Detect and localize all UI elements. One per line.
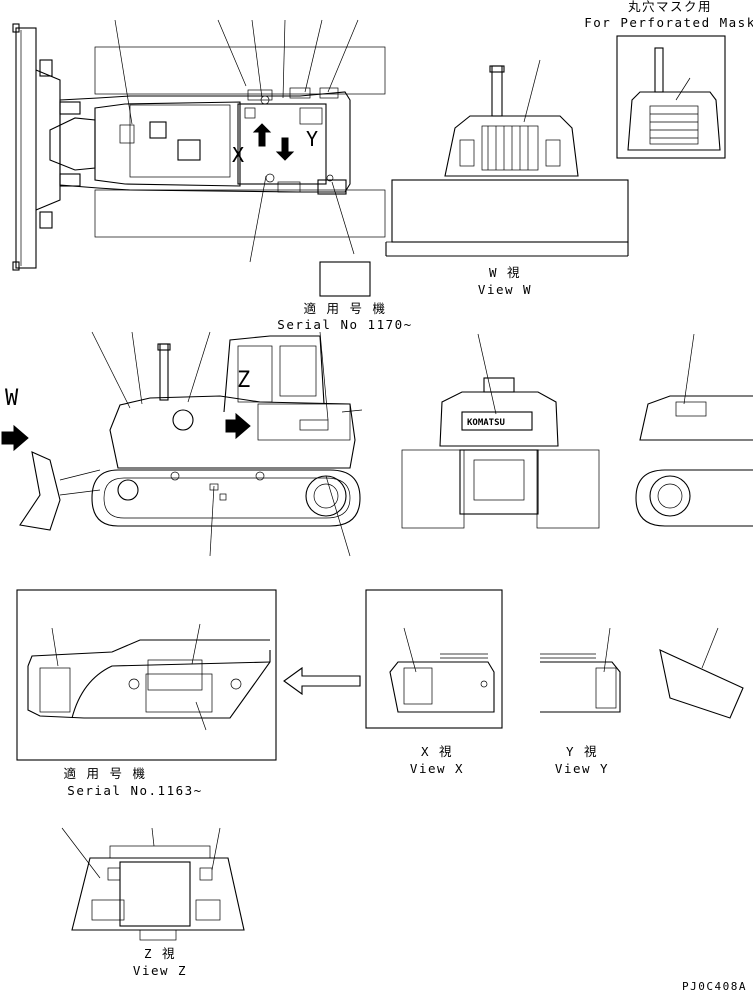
komatsu-logo: KOMATSU <box>467 418 505 428</box>
view-x-inset <box>365 589 503 729</box>
marker-w: W <box>5 386 19 411</box>
top-view-bulldozer <box>12 19 386 297</box>
serial-top-jp: 適 用 号 機 <box>303 301 387 316</box>
serial-bottom-en: Serial No.1163~ <box>67 783 203 798</box>
marker-z: Z <box>237 368 251 393</box>
view-z-en: View Z <box>132 963 188 978</box>
view-w-front-illustration <box>385 59 629 257</box>
serial-1163-inset <box>16 589 277 761</box>
side-view-bulldozer <box>1 331 363 557</box>
view-y-en: View Y <box>554 761 610 776</box>
label-sheet-illustration <box>659 627 744 719</box>
perforated-mask-en: For Perforated Mask <box>584 15 753 30</box>
serial-top-en: Serial No 1170~ <box>277 317 413 332</box>
view-y-jp: Y 視 <box>565 744 599 759</box>
view-z-jp: Z 視 <box>143 946 177 961</box>
serial-bottom-jp: 適 用 号 機 <box>63 766 147 781</box>
view-x-en: View X <box>409 761 465 776</box>
view-y-illustration <box>540 627 621 713</box>
partial-side-view <box>635 333 753 527</box>
marker-x: X <box>232 143 245 167</box>
view-x-jp: X 視 <box>420 744 454 759</box>
marker-y: Y <box>306 127 319 151</box>
open-arrow <box>283 666 361 696</box>
rear-view-bulldozer <box>401 333 600 529</box>
drawing-code: PJ0C408A <box>682 980 747 993</box>
perforated-mask-inset <box>616 35 726 159</box>
view-w-en: View W <box>477 282 533 297</box>
view-w-jp: W 視 <box>488 265 522 280</box>
view-z-illustration <box>61 827 245 941</box>
perforated-mask-jp: 丸穴マスク用 <box>627 0 713 14</box>
